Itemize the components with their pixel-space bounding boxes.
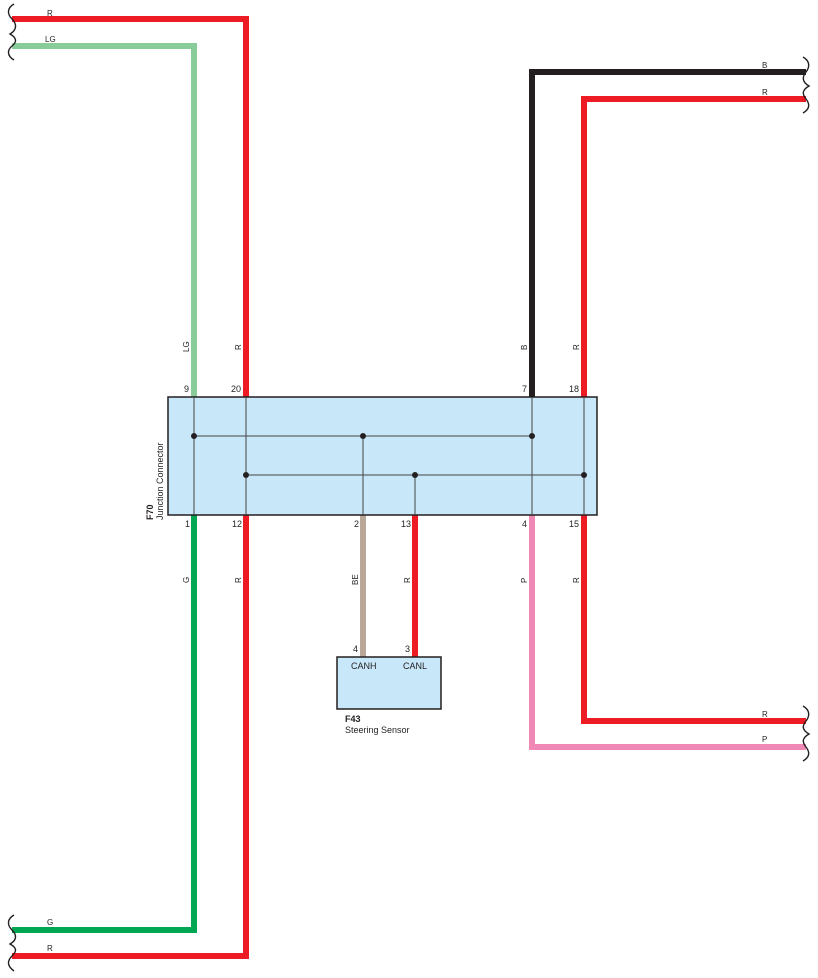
steering-sensor-name: Steering Sensor (345, 725, 410, 735)
wire-label: R (762, 88, 768, 97)
pin-number: 2 (354, 519, 359, 529)
signal-label-canh: CANH (351, 661, 377, 671)
break-mark-left-bottom (7, 914, 17, 972)
junction-connector-body (167, 396, 598, 516)
break-marks (7, 3, 811, 972)
pin-number: 4 (522, 519, 527, 529)
wire-label: P (520, 578, 529, 583)
pin-number: 1 (185, 519, 190, 529)
signal-label-canl: CANL (403, 661, 427, 671)
wire-label: G (47, 918, 53, 927)
wire-label: G (182, 577, 191, 583)
break-mark-left-top (7, 3, 17, 61)
steering-sensor-body (336, 656, 442, 710)
pin-number: 15 (569, 519, 579, 529)
wire-label: R (234, 344, 243, 350)
junction-splice-dots (191, 433, 587, 478)
wire-label: R (572, 577, 581, 583)
wire-label: R (762, 710, 768, 719)
pin-number: 4 (353, 644, 358, 654)
wire-label: R (47, 9, 53, 18)
wire-b-top-right (529, 69, 806, 397)
junction-connector-name: Junction Connector (155, 442, 165, 520)
pin-number: 7 (522, 384, 527, 394)
wire-label: P (762, 735, 767, 744)
wire-labels-vertical: LG R B R G R BE R P R (182, 341, 581, 585)
splice-dot (412, 472, 418, 478)
pin-number: 18 (569, 384, 579, 394)
pin-number: 12 (232, 519, 242, 529)
wires (12, 16, 806, 959)
wire-label: R (234, 577, 243, 583)
wire-label: R (572, 344, 581, 350)
wire-lg-top-left (12, 43, 197, 397)
wire-label: R (47, 944, 53, 953)
splice-dot (581, 472, 587, 478)
pin-number: 13 (401, 519, 411, 529)
wire-r-top-right (581, 96, 806, 397)
break-mark-right-bottom (802, 705, 811, 762)
wire-p-lower-right (529, 515, 806, 750)
splice-dot (360, 433, 366, 439)
splice-dot (243, 472, 249, 478)
pin-number: 20 (231, 384, 241, 394)
wire-label: R (403, 577, 412, 583)
wire-label: LG (182, 341, 191, 352)
wire-label: BE (351, 574, 360, 585)
wire-label: LG (45, 35, 56, 44)
wire-r-lower-right (581, 515, 806, 724)
wire-label: B (520, 345, 529, 350)
wire-r-bottom-left (12, 515, 249, 959)
junction-connector: F70 Junction Connector 9 20 7 18 1 12 2 … (145, 384, 598, 529)
splice-dot (191, 433, 197, 439)
junction-connector-id: F70 (145, 504, 155, 520)
wire-r-top-left (12, 16, 249, 397)
splice-dot (529, 433, 535, 439)
wire-label: B (762, 61, 767, 70)
pin-number: 9 (184, 384, 189, 394)
wire-labels-horizontal: R LG B R R P G R (45, 9, 768, 953)
break-mark-right-top (802, 56, 811, 114)
steering-sensor-id: F43 (345, 714, 361, 724)
pin-number: 3 (405, 644, 410, 654)
steering-sensor: 4 3 CANH CANL F43 Steering Sensor (336, 644, 442, 735)
wire-g-bottom-left (12, 515, 197, 933)
